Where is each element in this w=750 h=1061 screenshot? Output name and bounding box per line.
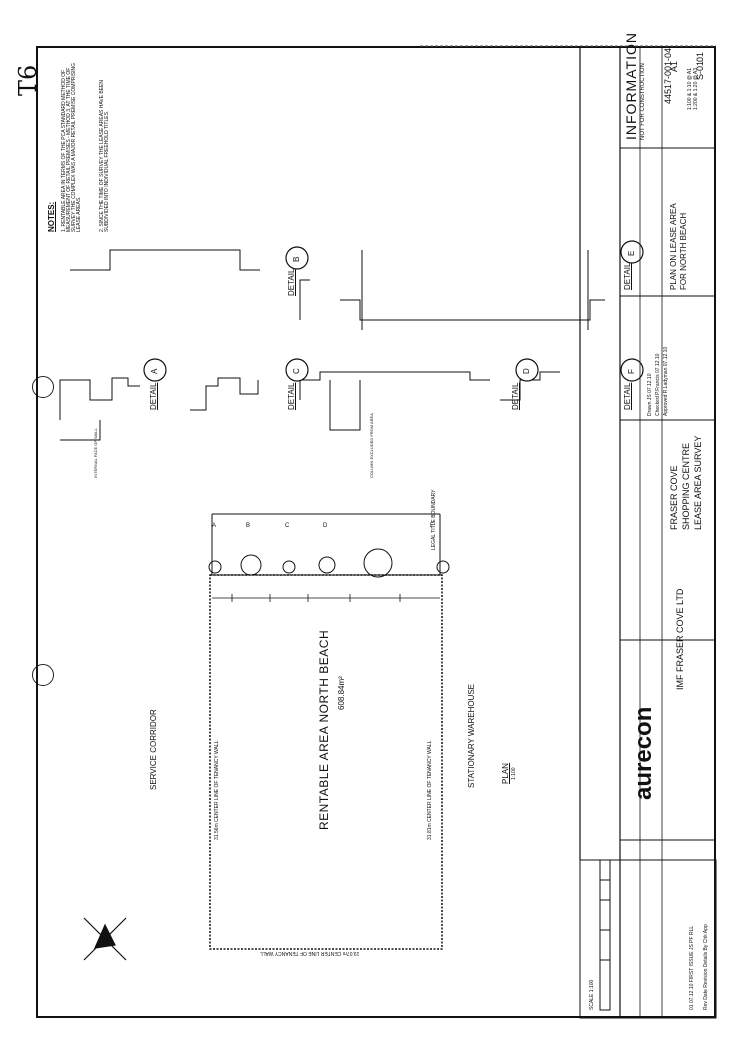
plan-label: PLAN (501, 763, 510, 784)
stationary-warehouse-label: STATIONARY WAREHOUSE (467, 683, 476, 788)
rentable-area-value: 608.84m² (337, 676, 346, 710)
detail-f-letter: F (627, 369, 636, 374)
frontage-callout-b: B (246, 523, 251, 529)
wall-right-label: 31.81m CENTER LINE OF TENANCY WALL (427, 740, 433, 840)
client-name: IMF FRASER COVE LTD (675, 588, 685, 690)
signoff-checked: Checked P.Francis 07.12.10 (655, 353, 661, 416)
sheet-size: A1 (669, 60, 679, 72)
detail-f-label: DETAIL (623, 382, 632, 410)
frontage-callout-a: A (212, 523, 217, 529)
revision-row-1: 01 07.12.10 FIRST ISSUE JS PF RLL (689, 925, 695, 1010)
info-subheading: NOT FOR CONSTRUCTION (640, 63, 646, 140)
scale-bar-label: SCALE 1:100 (589, 979, 595, 1010)
note-1: 1. RENTABLE AREA IN TERMS OF THE PCA STA… (61, 62, 82, 232)
signoff-approved: Approved R.Ladyman 07.12.10 (663, 346, 669, 416)
detail-d-label: DETAIL (511, 382, 520, 410)
note-2: 2. SINCE THE TIME OF SURVEY THE LEASE AR… (99, 80, 110, 232)
detail-e-letter: E (627, 250, 636, 256)
project-line-2: SHOPPING CENTRE (681, 442, 691, 530)
detail-b-letter: B (292, 256, 301, 262)
detail-d-letter: D (522, 368, 531, 374)
detail-c-label: DETAIL (287, 382, 296, 410)
service-corridor-label: SERVICE CORRIDOR (149, 709, 158, 790)
plan-scale: 1:100 (511, 767, 517, 780)
frontage-callout-c: C (285, 523, 290, 529)
detail-c-letter: C (292, 368, 301, 374)
info-heading: INFORMATION (623, 32, 639, 140)
project-number: 44517-001-04 (663, 47, 673, 104)
legal-boundary-label: LEGAL TITLE BOUNDARY (431, 489, 437, 550)
detail-c-column-label: COLUMN EXCLUDED FROM AREA (369, 413, 374, 478)
project-line-1: FRASER COVE (669, 465, 679, 530)
frontage-callout-d: D (323, 523, 328, 529)
revision-header: Rev Date Revision Details By Chk App (703, 924, 709, 1010)
wall-bottom-label: 19.07m CENTER LINE OF TENANCY WALL (260, 950, 360, 956)
detail-b-label: DETAIL (287, 268, 296, 296)
frontage-callout-e: E (430, 523, 435, 529)
detail-a-wall-label: INTERNAL FACE OF WALL (93, 428, 98, 478)
drawing-title-line-1: PLAN ON LEASE AREA (669, 203, 678, 290)
signoff-drawn: Drawn JS 07.12.10 (647, 373, 653, 416)
detail-e-label: DETAIL (623, 262, 632, 290)
drawing-title-line-2: FOR NORTH BEACH (679, 212, 688, 290)
project-line-3: LEASE AREA SURVEY (693, 435, 703, 530)
aurecon-logo: aurecon (630, 706, 657, 800)
detail-a-label: DETAIL (149, 382, 158, 410)
notes-heading: NOTES: (47, 201, 56, 232)
drawing-frame (36, 46, 716, 1018)
detail-a-letter: A (150, 368, 159, 374)
rentable-area-title: RENTABLE AREA NORTH BEACH (317, 629, 331, 830)
drawing-number: S-01 (695, 60, 705, 80)
wall-left-label: 31.56m CENTER LINE OF TENANCY WALL (214, 740, 220, 840)
revision-number: 01 (695, 51, 705, 62)
